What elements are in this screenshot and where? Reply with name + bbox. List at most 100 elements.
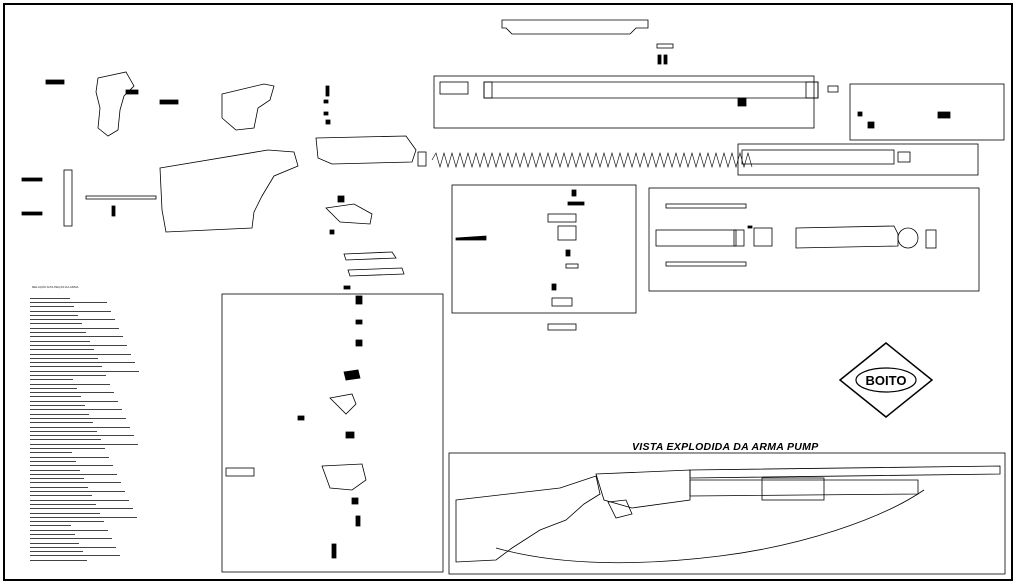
parts-list-row [30,498,210,502]
parts-list-row [30,395,210,399]
parts-list-row [30,382,210,386]
parts-list-row-line [30,491,125,493]
parts-list-row-line [30,319,115,321]
parts-list-row [30,408,210,412]
parts-list-row [30,326,210,330]
parts-list-row [30,511,210,515]
parts-list-row [30,558,210,562]
parts-list-row-line [30,533,75,535]
parts-list-row-line [30,310,111,312]
parts-list-row-line [30,555,120,557]
parts-list-row-line [30,495,92,497]
parts-list-header: RELAÇÃO DAS PEÇAS DA ARMA [32,285,79,289]
parts-list-row [30,515,210,519]
parts-list-row [30,455,210,459]
parts-list-row [30,305,210,309]
slide-bar [547,323,577,331]
parts-list-row [30,309,210,313]
parts-list-row [30,481,210,485]
parts-list-row [30,386,210,390]
drawing-frame [3,3,1013,581]
parts-list-row-line [30,482,121,484]
parts-list-row-line [30,456,109,458]
parts-list-row-line [30,473,117,475]
parts-list-row-line [30,301,107,303]
parts-list-row [30,468,210,472]
forend-nut [897,227,919,249]
parts-list [30,296,210,566]
action-bar [325,203,373,225]
parts-list-row-line [30,314,78,316]
parts-list-row-line [30,417,126,419]
sling [495,489,925,564]
parts-list-row-line [30,323,82,325]
parts-list-row [30,352,210,356]
parts-list-row-line [30,469,80,471]
parts-list-row-line [30,422,93,424]
parts-list-row-line [30,306,74,308]
parts-list-row-line [30,525,71,527]
parts-list-row [30,348,210,352]
assembled-gun-section-box [448,452,1006,575]
parts-list-row-line [30,357,98,359]
pistol-grip [95,71,135,137]
barrel [483,81,819,99]
rear-sight-section-box [849,83,1005,141]
parts-list-row [30,322,210,326]
parts-list-row-line [30,349,94,351]
parts-list-row-line [30,392,114,394]
parts-list-row [30,296,210,300]
sight-rail [501,19,649,35]
assembled-trigger-guard [607,499,633,519]
magazine-spring [431,151,753,169]
parts-list-row-line [30,465,113,467]
parts-list-row-line [30,499,129,501]
parts-list-row [30,421,210,425]
parts-list-row-line [30,486,88,488]
parts-list-row [30,537,210,541]
forend-section-box [648,187,980,292]
parts-list-row-line [30,430,97,432]
parts-list-row-line [30,460,76,462]
bolt-section-box [451,184,637,314]
parts-list-row-line [30,538,112,540]
parts-list-row [30,464,210,468]
parts-list-row-line [30,443,138,445]
parts-list-row-line [30,508,133,510]
parts-list-row-line [30,396,81,398]
parts-list-row-line [30,379,73,381]
butt-plate [63,169,73,227]
parts-list-row [30,399,210,403]
parts-list-row [30,550,210,554]
parts-list-row [30,425,210,429]
page-title: VISTA EXPLODIDA DA ARMA PUMP [632,441,819,453]
parts-list-row [30,403,210,407]
parts-list-row [30,373,210,377]
parts-list-row-line [30,551,83,553]
forend [795,225,899,249]
grip-stock [221,83,275,131]
parts-list-row [30,339,210,343]
parts-list-row [30,335,210,339]
parts-list-row-line [30,559,87,561]
parts-list-row-line [30,400,118,402]
trigger-group-section-box [221,293,444,573]
parts-list-row [30,502,210,506]
parts-list-row-line [30,370,139,372]
parts-list-row-line [30,521,104,523]
assembled-magazine [689,479,919,497]
parts-list-row-line [30,383,110,385]
parts-list-row-line [30,512,100,514]
assembled-stock [455,475,601,563]
parts-list-row [30,524,210,528]
full-stock [159,149,299,233]
parts-list-row-line [30,340,90,342]
parts-list-row-line [30,542,79,544]
parts-list-row-line [30,529,108,531]
parts-list-row-line [30,439,101,441]
parts-list-row [30,545,210,549]
parts-list-row-line [30,336,123,338]
boito-logo [838,342,934,418]
parts-list-row-line [30,409,122,411]
